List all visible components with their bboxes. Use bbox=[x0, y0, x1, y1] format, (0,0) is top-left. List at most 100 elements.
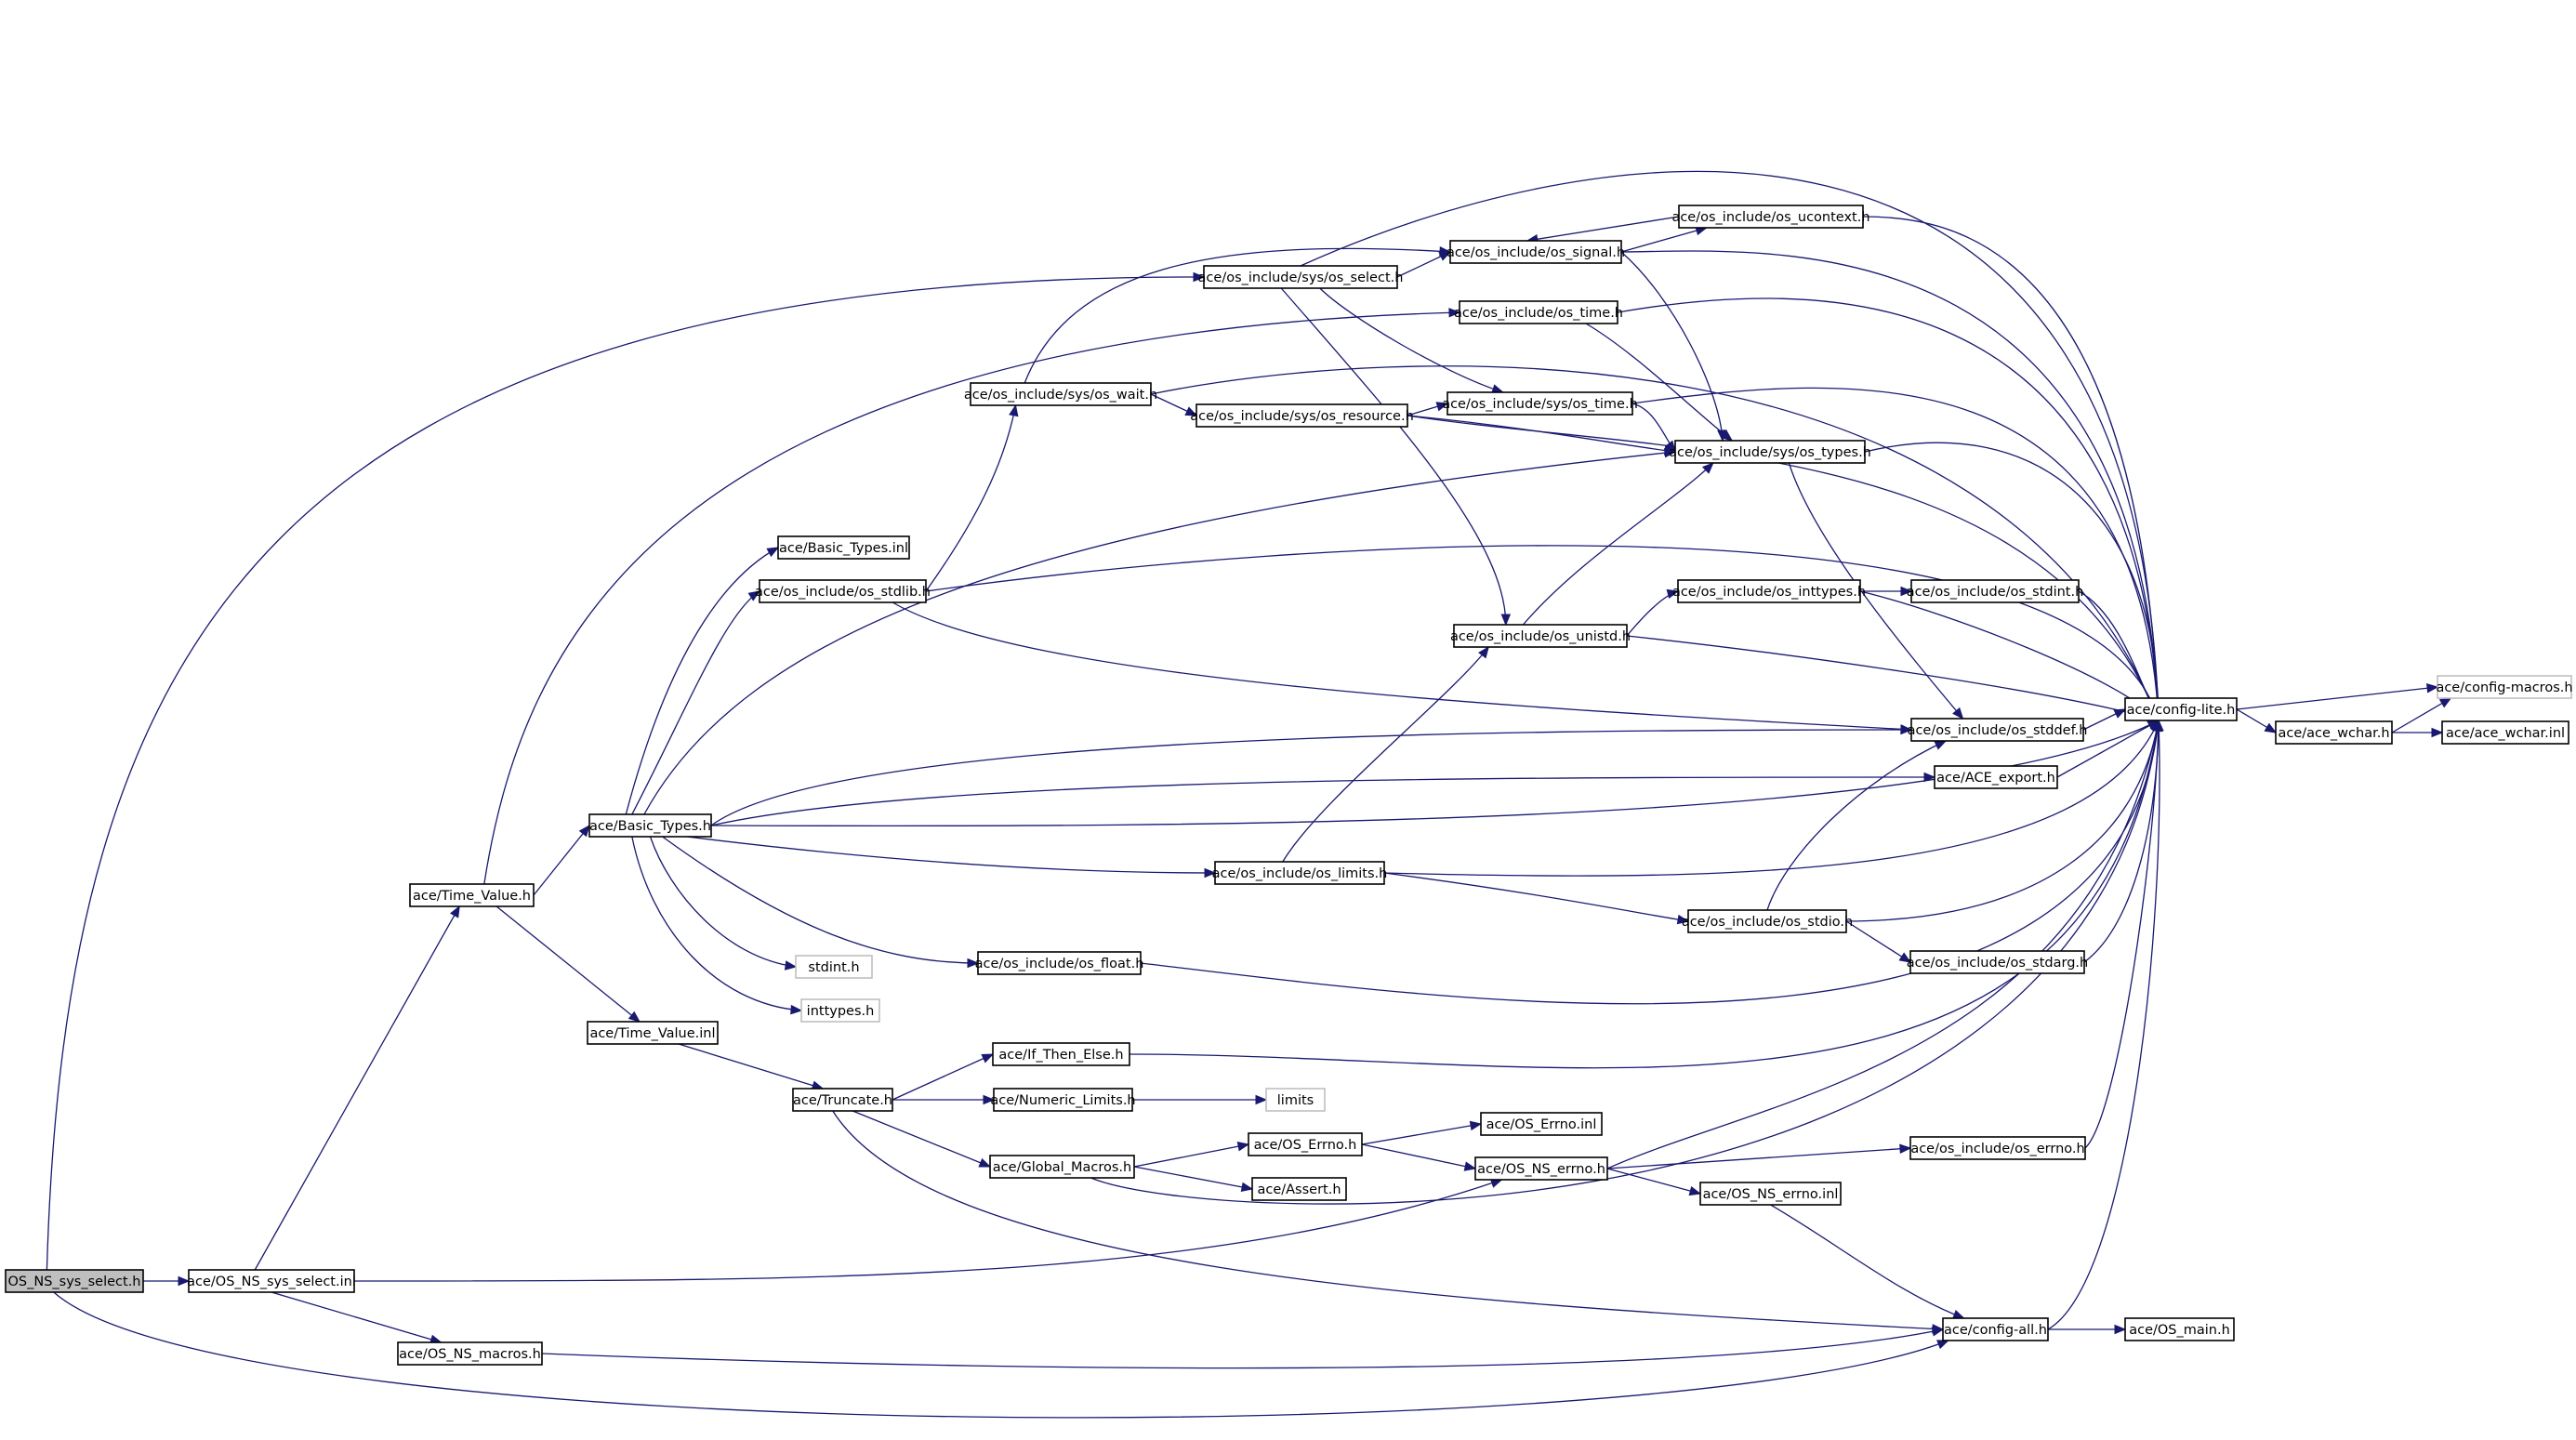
e-macros-to-config-all bbox=[541, 1328, 1944, 1369]
e-stdio-to-stdarg-arrowhead bbox=[1898, 952, 1912, 963]
e-stdarg-to-config-lite bbox=[2083, 720, 2160, 963]
node-box[interactable] bbox=[1909, 1136, 2086, 1160]
node-os-stdlib[interactable]: ace/os_include/os_stdlib.h bbox=[755, 579, 931, 603]
node-assert[interactable]: ace/Assert.h bbox=[1251, 1177, 1347, 1201]
e-basic-to-export bbox=[710, 776, 1935, 826]
node-box[interactable] bbox=[989, 1155, 1135, 1179]
node-sys-os-select[interactable]: ace/os_include/sys/os_select.h bbox=[1198, 265, 1404, 289]
node-box[interactable] bbox=[992, 1042, 1130, 1066]
node-box[interactable] bbox=[759, 579, 927, 603]
node-basic-types-inl[interactable]: ace/Basic_Types.inl bbox=[777, 535, 910, 560]
node-stdint[interactable]: stdint.h bbox=[795, 955, 873, 979]
node-global-macros[interactable]: ace/Global_Macros.h bbox=[989, 1155, 1135, 1179]
node-ace-wchar-h[interactable]: ace/ace_wchar.h bbox=[2275, 720, 2393, 745]
node-sys-os-types[interactable]: ace/os_include/sys/os_types.h bbox=[1669, 440, 1871, 464]
node-numeric-limits[interactable]: ace/Numeric_Limits.h bbox=[990, 1088, 1136, 1112]
node-box[interactable] bbox=[587, 1021, 719, 1045]
node-box[interactable] bbox=[588, 813, 712, 838]
node-box[interactable] bbox=[1687, 909, 1847, 933]
node-label: OS_NS_sys_select.h bbox=[8, 1275, 141, 1289]
node-os-unistd[interactable]: ace/os_include/os_unistd.h bbox=[1450, 624, 1631, 648]
node-box[interactable] bbox=[2124, 1317, 2235, 1341]
node-sys-os-resource[interactable]: ace/os_include/sys/os_resource.h bbox=[1190, 403, 1414, 428]
node-ace-export[interactable]: ace/ACE_export.h bbox=[1934, 765, 2058, 789]
node-box[interactable] bbox=[792, 1088, 893, 1112]
node-box[interactable] bbox=[2124, 697, 2238, 721]
node-os-include-errno[interactable]: ace/os_include/os_errno.h bbox=[1909, 1136, 2086, 1160]
node-box[interactable] bbox=[1214, 861, 1385, 885]
node-os-stdint[interactable]: ace/os_include/os_stdint.h bbox=[1907, 579, 2084, 603]
node-os-errno-h[interactable]: ace/OS_Errno.h bbox=[1248, 1132, 1363, 1156]
node-inttypes[interactable]: inttypes.h bbox=[800, 998, 880, 1023]
node-box[interactable] bbox=[397, 1341, 543, 1366]
node-box[interactable] bbox=[1942, 1317, 2049, 1341]
node-os-stdio[interactable]: ace/os_include/os_stdio.h bbox=[1682, 909, 1853, 933]
e-signal-to-config-lite bbox=[1620, 250, 2160, 721]
node-box[interactable] bbox=[795, 955, 873, 979]
node-config-lite[interactable]: ace/config-lite.h bbox=[2124, 697, 2238, 721]
node-box[interactable] bbox=[800, 998, 880, 1023]
node-basic-types-h[interactable]: ace/Basic_Types.h bbox=[588, 813, 712, 838]
node-config-macros[interactable]: ace/config-macros.h bbox=[2436, 675, 2573, 699]
node-os-ucontext[interactable]: ace/os_include/os_ucontext.h bbox=[1671, 205, 1870, 229]
node-box[interactable] bbox=[1674, 440, 1866, 464]
node-box[interactable] bbox=[1248, 1132, 1363, 1156]
e-select-h-to-config-all-arrowhead bbox=[1936, 1340, 1949, 1350]
node-box[interactable] bbox=[1453, 624, 1628, 648]
node-box[interactable] bbox=[2437, 675, 2572, 699]
node-os-main[interactable]: ace/OS_main.h bbox=[2124, 1317, 2235, 1341]
node-box[interactable] bbox=[1265, 1088, 1326, 1112]
node-os-ns-errno-h[interactable]: ace/OS_NS_errno.h bbox=[1474, 1156, 1608, 1181]
node-os-time[interactable]: ace/os_include/os_time.h bbox=[1454, 300, 1623, 324]
node-os-ns-macros[interactable]: ace/OS_NS_macros.h bbox=[397, 1341, 543, 1366]
e-config-lite-to-macros bbox=[2236, 686, 2438, 710]
node-os-float[interactable]: ace/os_include/os_float.h bbox=[975, 951, 1144, 975]
node-box[interactable] bbox=[1909, 950, 2085, 974]
node-os-ns-errno-inl[interactable]: ace/OS_NS_errno.inl bbox=[1699, 1182, 1842, 1206]
e-truncate-to-numeric-limits-arrowhead bbox=[983, 1094, 996, 1105]
node-box[interactable] bbox=[1196, 403, 1408, 428]
node-box[interactable] bbox=[1447, 391, 1633, 416]
node-box[interactable] bbox=[977, 951, 1142, 975]
node-box[interactable] bbox=[1459, 300, 1618, 324]
node-sys-os-time[interactable]: ace/os_include/sys/os_time.h bbox=[1442, 391, 1638, 416]
node-box[interactable] bbox=[1678, 205, 1864, 229]
node-box[interactable] bbox=[1203, 265, 1398, 289]
node-box[interactable] bbox=[993, 1088, 1133, 1112]
node-box[interactable] bbox=[1699, 1182, 1842, 1206]
node-truncate[interactable]: ace/Truncate.h bbox=[792, 1088, 893, 1112]
e-basic-to-inttypes-arrowhead bbox=[790, 1004, 803, 1015]
node-os-limits[interactable]: ace/os_include/os_limits.h bbox=[1212, 861, 1388, 885]
node-box[interactable] bbox=[1449, 240, 1622, 264]
node-os-errno-inl[interactable]: ace/OS_Errno.inl bbox=[1480, 1112, 1603, 1136]
node-limits[interactable]: limits bbox=[1265, 1088, 1326, 1112]
node-box[interactable] bbox=[409, 883, 535, 907]
node-box[interactable] bbox=[777, 535, 910, 560]
node-os-signal[interactable]: ace/os_include/os_signal.h bbox=[1447, 240, 1625, 264]
node-if-then-else[interactable]: ace/If_Then_Else.h bbox=[992, 1042, 1130, 1066]
node-box[interactable] bbox=[1480, 1112, 1603, 1136]
node-box[interactable] bbox=[1910, 718, 2084, 742]
node-time-value-h[interactable]: ace/Time_Value.h bbox=[409, 883, 535, 907]
node-box[interactable] bbox=[188, 1269, 355, 1293]
node-os-ns-sys-select-h[interactable]: OS_NS_sys_select.h bbox=[5, 1269, 144, 1293]
node-time-value-inl[interactable]: ace/Time_Value.inl bbox=[587, 1021, 719, 1045]
e-inttypes-to-stdint-arrowhead bbox=[1900, 586, 1913, 597]
node-os-ns-sys-select-inl[interactable]: ace/OS_NS_sys_select.inl bbox=[187, 1269, 356, 1293]
node-box[interactable] bbox=[2441, 720, 2569, 745]
node-box[interactable] bbox=[1910, 579, 2080, 603]
node-box[interactable] bbox=[1251, 1177, 1347, 1201]
node-box[interactable] bbox=[2275, 720, 2393, 745]
e-basic-to-limits bbox=[686, 836, 1216, 874]
node-box[interactable] bbox=[970, 382, 1152, 406]
node-os-stddef[interactable]: ace/os_include/os_stddef.h bbox=[1908, 718, 2088, 742]
node-sys-os-wait[interactable]: ace/os_include/sys/os_wait.h bbox=[964, 382, 1157, 406]
node-box[interactable] bbox=[1934, 765, 2058, 789]
node-os-inttypes[interactable]: ace/os_include/os_inttypes.h bbox=[1672, 579, 1866, 603]
node-config-all[interactable]: ace/config-all.h bbox=[1942, 1317, 2049, 1341]
node-box[interactable] bbox=[1474, 1156, 1608, 1181]
node-box[interactable] bbox=[1677, 579, 1861, 603]
node-ace-wchar-inl[interactable]: ace/ace_wchar.inl bbox=[2441, 720, 2569, 745]
node-os-stdarg[interactable]: ace/os_include/os_stdarg.h bbox=[1907, 950, 2088, 974]
node-box[interactable] bbox=[5, 1269, 144, 1293]
